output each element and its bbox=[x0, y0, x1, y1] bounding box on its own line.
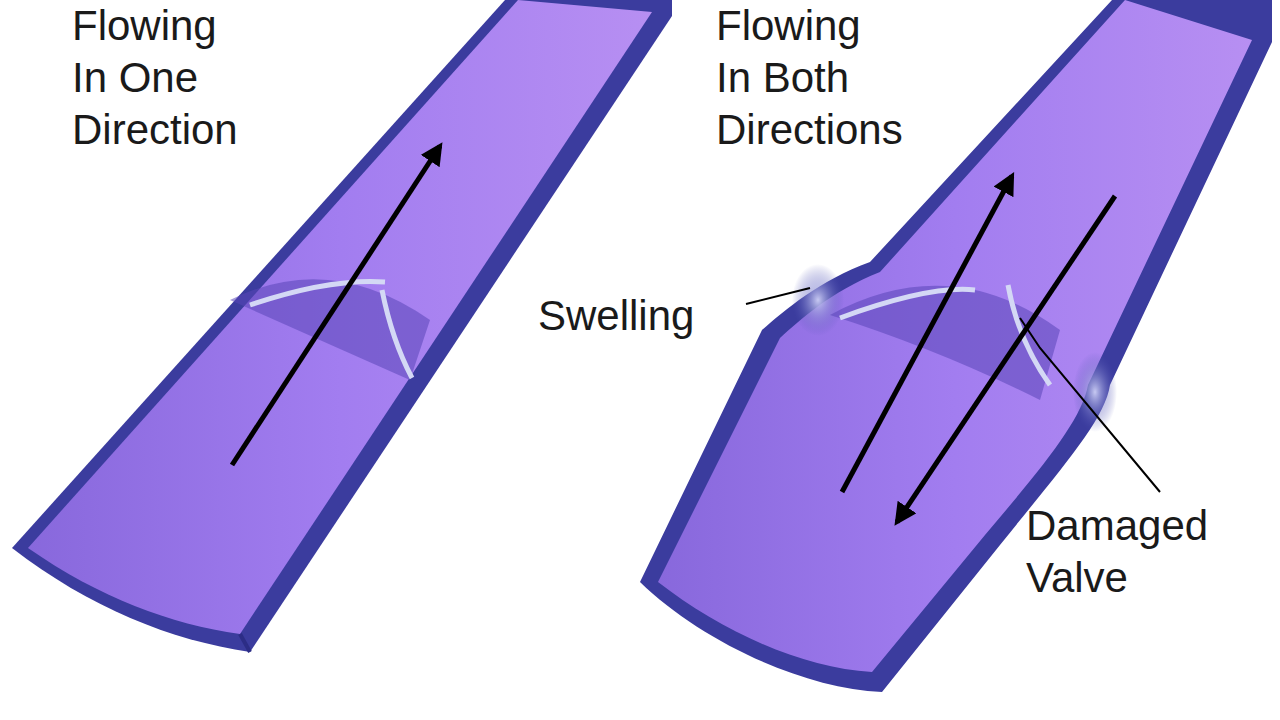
leader-line bbox=[1020, 318, 1160, 492]
heading-label: Flowing In Both Directions bbox=[716, 0, 905, 156]
heading-label: Flowing In One Direction bbox=[72, 0, 261, 156]
damaged-vein bbox=[640, 0, 1272, 692]
leader-line bbox=[746, 288, 810, 304]
callout-label: Swelling bbox=[538, 290, 748, 342]
callout-label: Damaged Valve bbox=[1026, 500, 1266, 604]
